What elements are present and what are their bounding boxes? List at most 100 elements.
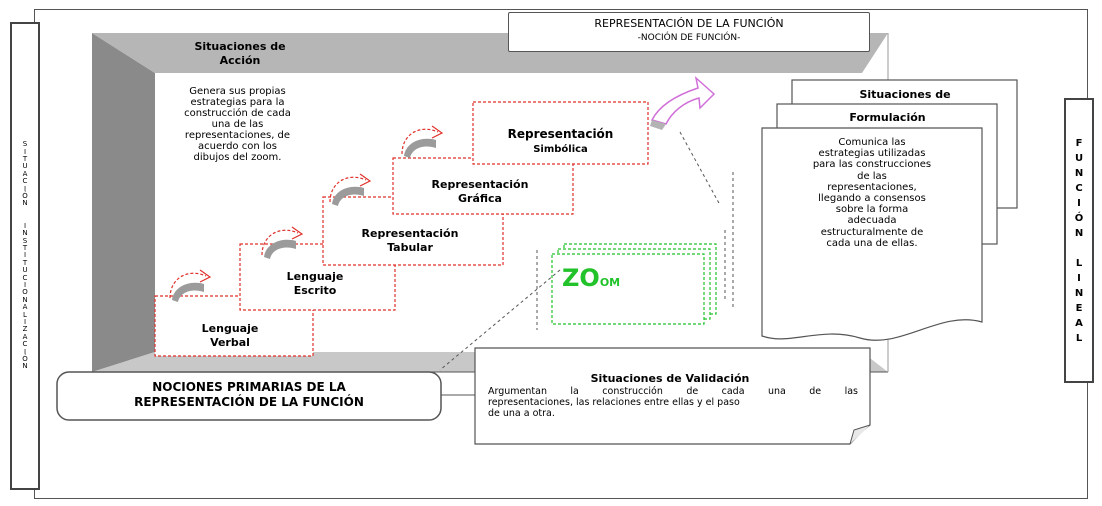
step-label-escrito: Lenguaje Escrito	[250, 270, 380, 298]
step-label-simbolica: Representación Simbólica	[478, 127, 643, 157]
left-label-char: C	[22, 177, 28, 186]
step-label-line2: Simbólica	[533, 144, 588, 155]
right-label-char: A	[1075, 317, 1083, 329]
left-label-char: O	[22, 288, 28, 297]
formulacion-text-line: sobre la forma	[835, 204, 909, 216]
left-label-char: S	[22, 140, 28, 149]
diagram-title-box: REPRESENTACIÓN DE LA FUNCIÓN -NOCIÓN DE …	[508, 12, 870, 52]
step-label-tabular: Representación Tabular	[335, 227, 485, 255]
left-label-char: I	[23, 281, 27, 290]
formulacion-text-line: para las construcciones	[812, 159, 932, 171]
step-label-line2: Escrito	[293, 284, 337, 297]
left-label-char: U	[22, 266, 28, 275]
page-front	[761, 127, 983, 341]
right-label-char: I	[1077, 272, 1081, 284]
formulacion-text: Comunica las estrategias utilizadas para…	[766, 137, 978, 249]
left-label-char: Ó	[22, 355, 28, 364]
left-label-char: A	[22, 169, 28, 178]
step-label-line2: Verbal	[210, 336, 250, 349]
formulacion-text-line: estructuralmente de	[820, 226, 924, 238]
step-label-line1: Lenguaje	[286, 270, 344, 283]
validacion-text-line: representaciones, las relaciones entre e…	[488, 397, 740, 408]
left-label-char: Z	[22, 325, 28, 334]
formulacion-pages	[761, 79, 1018, 341]
accion-heading: Situaciones de Acción	[160, 40, 320, 68]
validacion-heading: Situaciones de Validación	[590, 372, 750, 385]
nociones-line1: NOCIONES PRIMARIAS DE LA	[152, 380, 346, 394]
accion-text-line: representaciones, de	[184, 130, 291, 141]
formulacion-front-heading: Formulación	[849, 111, 926, 124]
right-label-char: Ó	[1074, 212, 1084, 224]
right-label-char: I	[1077, 197, 1081, 209]
left-label-char: T	[22, 243, 28, 252]
validacion-text-line: Argumentan la construcción de cada una d…	[488, 386, 858, 397]
accion-text-line: Genera sus propias	[189, 86, 286, 97]
formulacion-text-line: adecuada	[847, 215, 897, 227]
step-label-line2: Tabular	[387, 241, 433, 254]
step-label-line1: Lenguaje	[201, 322, 259, 335]
curved-arrow-icon	[169, 269, 212, 302]
magenta-arrow-icon	[650, 75, 716, 130]
step-label-line1: Representación	[361, 227, 459, 240]
left-label-char: I	[23, 347, 27, 356]
formulacion-text-line: llegando a consensos	[818, 193, 926, 205]
formulacion-text-line: de las	[857, 170, 887, 182]
left-label-char: S	[22, 236, 28, 245]
step-label-verbal: Lenguaje Verbal	[170, 322, 290, 350]
connector-lines	[439, 131, 734, 396]
accion-text-line: estrategias para la	[190, 97, 285, 108]
formulacion-text-line: estrategias utilizadas	[818, 148, 926, 160]
curved-arrow-icon	[261, 226, 304, 259]
right-label-char: N	[1074, 167, 1084, 179]
accion-text-line: construcción de cada	[184, 108, 291, 119]
accion-text-line: acuerdo con los	[198, 141, 277, 152]
staircase	[154, 101, 649, 357]
nociones-line2: REPRESENTACIÓN DE LA FUNCIÓN	[134, 395, 364, 409]
step-box-4	[392, 157, 574, 215]
accion-heading-line1: Situaciones de	[194, 40, 286, 53]
right-label-char: U	[1074, 152, 1084, 164]
accion-heading-line2: Acción	[219, 54, 261, 67]
zoom-sub-text: OM	[599, 276, 621, 289]
left-label-char: I	[23, 184, 27, 193]
right-label-char: L	[1075, 257, 1083, 269]
step-arrows	[169, 125, 444, 302]
diagram-subtitle: -NOCIÓN DE FUNCIÓN-	[637, 33, 741, 43]
step-label-line2: Gráfica	[458, 192, 502, 205]
left-label-char: N	[22, 229, 28, 238]
curved-arrow-icon	[329, 173, 372, 206]
right-label-char: N	[1074, 287, 1084, 299]
right-label-char: N	[1074, 227, 1084, 239]
right-label-char: E	[1075, 302, 1083, 314]
left-label-char: C	[22, 273, 28, 282]
formulacion-text-line: cada una de ellas.	[826, 237, 918, 249]
curved-arrow-icon	[401, 125, 444, 158]
room-left-wall	[92, 33, 155, 372]
step-box-5	[472, 101, 649, 165]
left-label-char: N	[22, 295, 28, 304]
zoom-label: ZOOM	[562, 264, 682, 292]
left-label-char: I	[23, 221, 27, 230]
right-label-char: L	[1075, 332, 1083, 344]
left-label-char: U	[22, 162, 28, 171]
diagram-title: REPRESENTACIÓN DE LA FUNCIÓN	[594, 17, 784, 30]
zoom-main-text: ZO	[562, 264, 600, 292]
nociones-box	[56, 371, 442, 421]
step-label-line1: Representación	[431, 178, 529, 191]
accion-text: Genera sus propias estrategias para la c…	[160, 86, 315, 163]
left-label-char: A	[22, 332, 28, 341]
left-label-char: L	[23, 310, 27, 319]
left-label-char: T	[22, 258, 28, 267]
left-label-char: N	[22, 362, 28, 371]
left-label-char: A	[22, 303, 28, 312]
accion-text-line: dibujos del zoom.	[193, 152, 282, 163]
left-label-char: I	[23, 318, 27, 327]
left-label-char: I	[23, 251, 27, 260]
right-label-char: F	[1075, 137, 1083, 149]
left-label-char: I	[23, 147, 27, 156]
formulacion-text-line: Comunica las	[838, 137, 906, 148]
zoom-cards	[551, 243, 717, 325]
